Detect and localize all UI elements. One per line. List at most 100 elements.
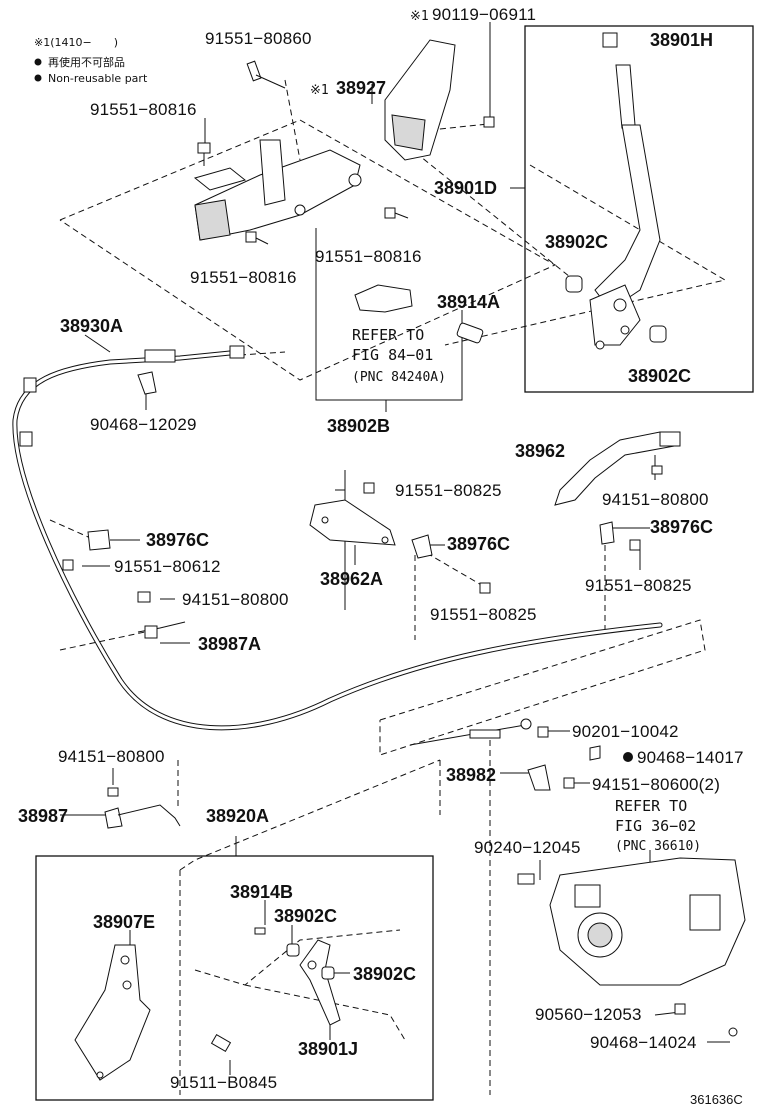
nut-icon (537, 726, 549, 738)
label-38901D: 38901D (434, 178, 497, 198)
label-90468-12029: 90468−12029 (90, 415, 197, 434)
bracket-38962-drawing (554, 431, 681, 506)
clip-icon (589, 745, 601, 761)
bushing-icon (286, 943, 300, 957)
nut-icon (651, 465, 663, 475)
label-90119-06911: 90119−06911 (432, 5, 536, 24)
clip-icon (137, 621, 186, 639)
label-38962A: 38962A (320, 569, 383, 589)
label-91551-80612: 91551−80612 (114, 557, 221, 576)
label-90468-14017: 90468−14017 (637, 748, 744, 767)
refer1-line1: REFER TO (352, 326, 424, 344)
bushing-icon (649, 325, 667, 343)
label-90560-12053: 90560−12053 (535, 1005, 642, 1024)
bushing-icon (565, 275, 583, 293)
shift-lever-drawing (74, 944, 151, 1081)
label-38902C-group2: 38902C (353, 964, 416, 984)
label-38976C-left: 38976C (146, 530, 209, 550)
caliper-drawing (549, 857, 746, 986)
bolt-icon (197, 142, 211, 166)
label-91551-80860: 91551−80860 (205, 29, 312, 48)
shift-lever-group-box (35, 855, 434, 1101)
label-38987A: 38987A (198, 634, 261, 654)
lever-group-box (524, 25, 754, 393)
diagram-code: 361636C (690, 1092, 743, 1107)
label-91551-80816-top: 91551−80816 (90, 100, 197, 119)
label-91551-80825-right: 91551−80825 (585, 576, 692, 595)
label-38902C-upper: 38902C (545, 232, 608, 252)
bracket-38982-icon (527, 764, 551, 791)
label-38902C-lower: 38902C (628, 366, 691, 386)
pin-icon (728, 1027, 738, 1037)
clamp-icon (87, 529, 111, 551)
front-cable-drawing (12, 345, 663, 731)
mark-90119: ※1 (410, 9, 429, 24)
nut-icon (107, 787, 119, 797)
bushing-icon (321, 966, 335, 980)
plane-upper (59, 119, 557, 381)
nut-icon (563, 777, 575, 789)
refer2-line1: REFER TO (615, 797, 687, 815)
label-91551-80816-right: 91551−80816 (315, 247, 422, 266)
label-94151-80800-lower: 94151−80800 (58, 747, 165, 766)
label-91551-80816-bottom: 91551−80816 (190, 268, 297, 287)
label-38902B: 38902B (327, 416, 390, 436)
bracket-38962a-drawing (309, 499, 396, 546)
label-38976C-right: 38976C (650, 517, 713, 537)
label-94151-80600: 94151−80600(2) (592, 775, 720, 794)
label-38987: 38987 (18, 806, 68, 826)
label-91551-80825-mid: 91551−80825 (430, 605, 537, 624)
pin-icon (456, 322, 484, 344)
label-91551-80825-top: 91551−80825 (395, 481, 502, 500)
bolt-icon (246, 60, 286, 89)
lever-38901j-drawing (299, 939, 341, 1026)
refer1-line3: (PNC 84240A) (352, 370, 446, 385)
label-91511-B0845: 91511−B0845 (170, 1073, 277, 1092)
rear-cable-drawing (409, 718, 532, 746)
screw-icon (483, 116, 495, 128)
nonreuse-dot-icon (34, 74, 42, 82)
bolt-icon (245, 231, 269, 245)
label-94151-80800-left: 94151−80800 (182, 590, 289, 609)
refer2-line3: (PNC 36610) (615, 839, 701, 854)
label-38902C-group1: 38902C (274, 906, 337, 926)
nonreuse-dot-icon (623, 752, 633, 762)
pin-icon (254, 927, 266, 935)
clip-38987-drawing (104, 804, 181, 829)
label-90240-12045: 90240−12045 (474, 838, 581, 857)
nut-icon (137, 591, 151, 603)
label-38914A: 38914A (437, 292, 500, 312)
lever-cover-drawing (384, 39, 456, 161)
connector-icon (354, 284, 413, 313)
bolt-icon (384, 207, 409, 219)
label-38976C-mid: 38976C (447, 534, 510, 554)
label-38927: 38927 (336, 78, 386, 98)
label-90201-10042: 90201−10042 (572, 722, 679, 741)
plane-lower (379, 619, 706, 756)
clamp-icon (599, 521, 615, 545)
legend-nonreuse-jp: 再使用不可部品 (48, 55, 125, 69)
brake-lever-drawing (589, 32, 661, 350)
label-38982: 38982 (446, 765, 496, 785)
bracket-38902b (315, 228, 463, 401)
legend-mark-line: ※1(1410− ) (34, 36, 118, 49)
lever-bracket-drawing (193, 139, 362, 241)
bolt-icon (210, 1033, 232, 1053)
bolt-icon (363, 482, 375, 494)
bolt-icon (62, 559, 74, 571)
clip-icon (137, 371, 157, 395)
label-38914B: 38914B (230, 882, 293, 902)
clamp-icon (411, 534, 433, 559)
label-38920A: 38920A (206, 806, 269, 826)
nonreuse-dot-icon (34, 58, 42, 66)
bolt-icon (479, 582, 491, 594)
label-94151-80800-right: 94151−80800 (602, 490, 709, 509)
label-38907E: 38907E (93, 912, 155, 932)
label-38930A: 38930A (60, 316, 123, 336)
label-38962: 38962 (515, 441, 565, 461)
legend: ※1(1410− ) 再使用不可部品 Non-reusable part (34, 36, 148, 85)
refer1-line2: FIG 84−01 (352, 346, 433, 364)
label-38901J: 38901J (298, 1039, 358, 1059)
refer2-line2: FIG 36−02 (615, 817, 696, 835)
